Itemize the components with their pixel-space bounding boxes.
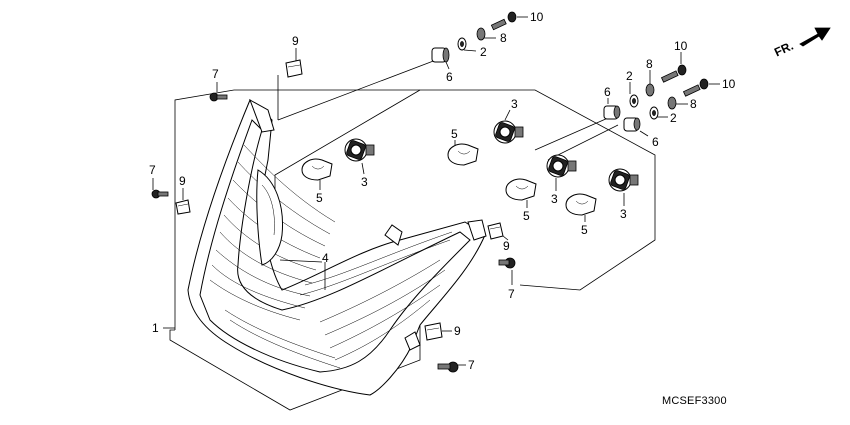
- washer-left: [457, 37, 467, 51]
- clip-left: [175, 188, 191, 215]
- washer-right-top: [629, 94, 639, 108]
- callout-washer-left-cluster: 2: [480, 45, 487, 59]
- screw-center-right: [498, 257, 516, 285]
- callout-grommet-right-bottom: 6: [652, 135, 659, 149]
- clip-top: [277, 48, 303, 120]
- callout-headlight-assembly: 1: [152, 321, 159, 335]
- callout-washer8-right-bottom: 8: [690, 97, 697, 111]
- callout-screw-center-right: 7: [508, 287, 515, 301]
- callout-socket-top-center: 3: [511, 97, 518, 111]
- callout-labels: 1 2 2 2 3 3 3 3 4 5 5 5 5 6 6 6 7 7 7 7 …: [149, 10, 736, 372]
- callout-clip-left: 9: [179, 174, 186, 188]
- callout-clip-bottom: 9: [454, 324, 461, 338]
- bulb-center: [505, 178, 537, 208]
- callout-clip-center-right: 9: [503, 239, 510, 253]
- bulb-left: [301, 158, 333, 190]
- callout-bulb-center-top: 5: [451, 127, 458, 141]
- callout-bulb-center: 5: [523, 209, 530, 223]
- socket-top-center: [493, 109, 524, 144]
- callout-socket-left: 3: [361, 175, 368, 189]
- callout-screw-left: 7: [149, 163, 156, 177]
- callout-washer-right-bottom: 2: [670, 111, 677, 125]
- callout-housing-cover: 4: [322, 251, 329, 265]
- screw-left: [151, 178, 169, 199]
- washer8-left: [476, 27, 486, 41]
- grommet-left: [431, 47, 450, 63]
- right-fastener-cluster: [534, 52, 720, 161]
- clip-center-right: [487, 222, 509, 241]
- bolt-left: [490, 11, 517, 31]
- catalog-code: MCSEF3300: [662, 395, 727, 407]
- left-fastener-cluster: [277, 11, 528, 121]
- callout-clip-top: 9: [292, 34, 299, 48]
- callout-washer8-left-cluster: 8: [500, 31, 507, 45]
- clip-bottom: [424, 322, 452, 341]
- callout-bolt-right-bottom: 10: [722, 77, 736, 91]
- socket-right-mid: [546, 154, 577, 191]
- washer-right-bottom: [649, 106, 659, 120]
- callout-bulb-left: 5: [316, 191, 323, 205]
- grommet-right-bottom: [623, 117, 641, 132]
- front-direction-indicator: FR.: [772, 27, 831, 60]
- callout-socket-right-mid: 3: [551, 192, 558, 206]
- assembly-boundary: [169, 89, 421, 411]
- headlight-housing: [187, 98, 487, 396]
- arrow-icon: [799, 27, 831, 47]
- socket-left: [344, 138, 375, 175]
- screw-bottom: [437, 361, 466, 373]
- callout-grommet-left-cluster: 6: [446, 70, 453, 84]
- direction-label: FR.: [772, 39, 795, 60]
- screw-top-left: [209, 82, 228, 102]
- callout-washer-right-cluster: 2: [626, 69, 633, 83]
- bolt-right-top: [660, 64, 687, 83]
- washer8-right-bottom: [667, 96, 677, 110]
- grommet-right-top: [603, 105, 621, 120]
- callout-bolt-right-top: 10: [674, 39, 688, 53]
- bulb-center-top: [447, 140, 479, 166]
- socket-right: [608, 168, 639, 206]
- bulb-right: [565, 193, 597, 222]
- washer8-right-top: [645, 83, 655, 97]
- callout-socket-right: 3: [620, 207, 627, 221]
- callout-grommet-right-top: 6: [604, 85, 611, 99]
- callout-bulb-right: 5: [581, 223, 588, 237]
- callout-screw-bottom: 7: [468, 358, 475, 372]
- bolt-right-bottom: [682, 78, 709, 97]
- housing-leaders: [163, 259, 326, 329]
- callout-bolt-left-cluster: 10: [530, 10, 544, 24]
- callout-screw-top-left: 7: [212, 67, 219, 81]
- callout-washer8-right-top: 8: [646, 57, 653, 71]
